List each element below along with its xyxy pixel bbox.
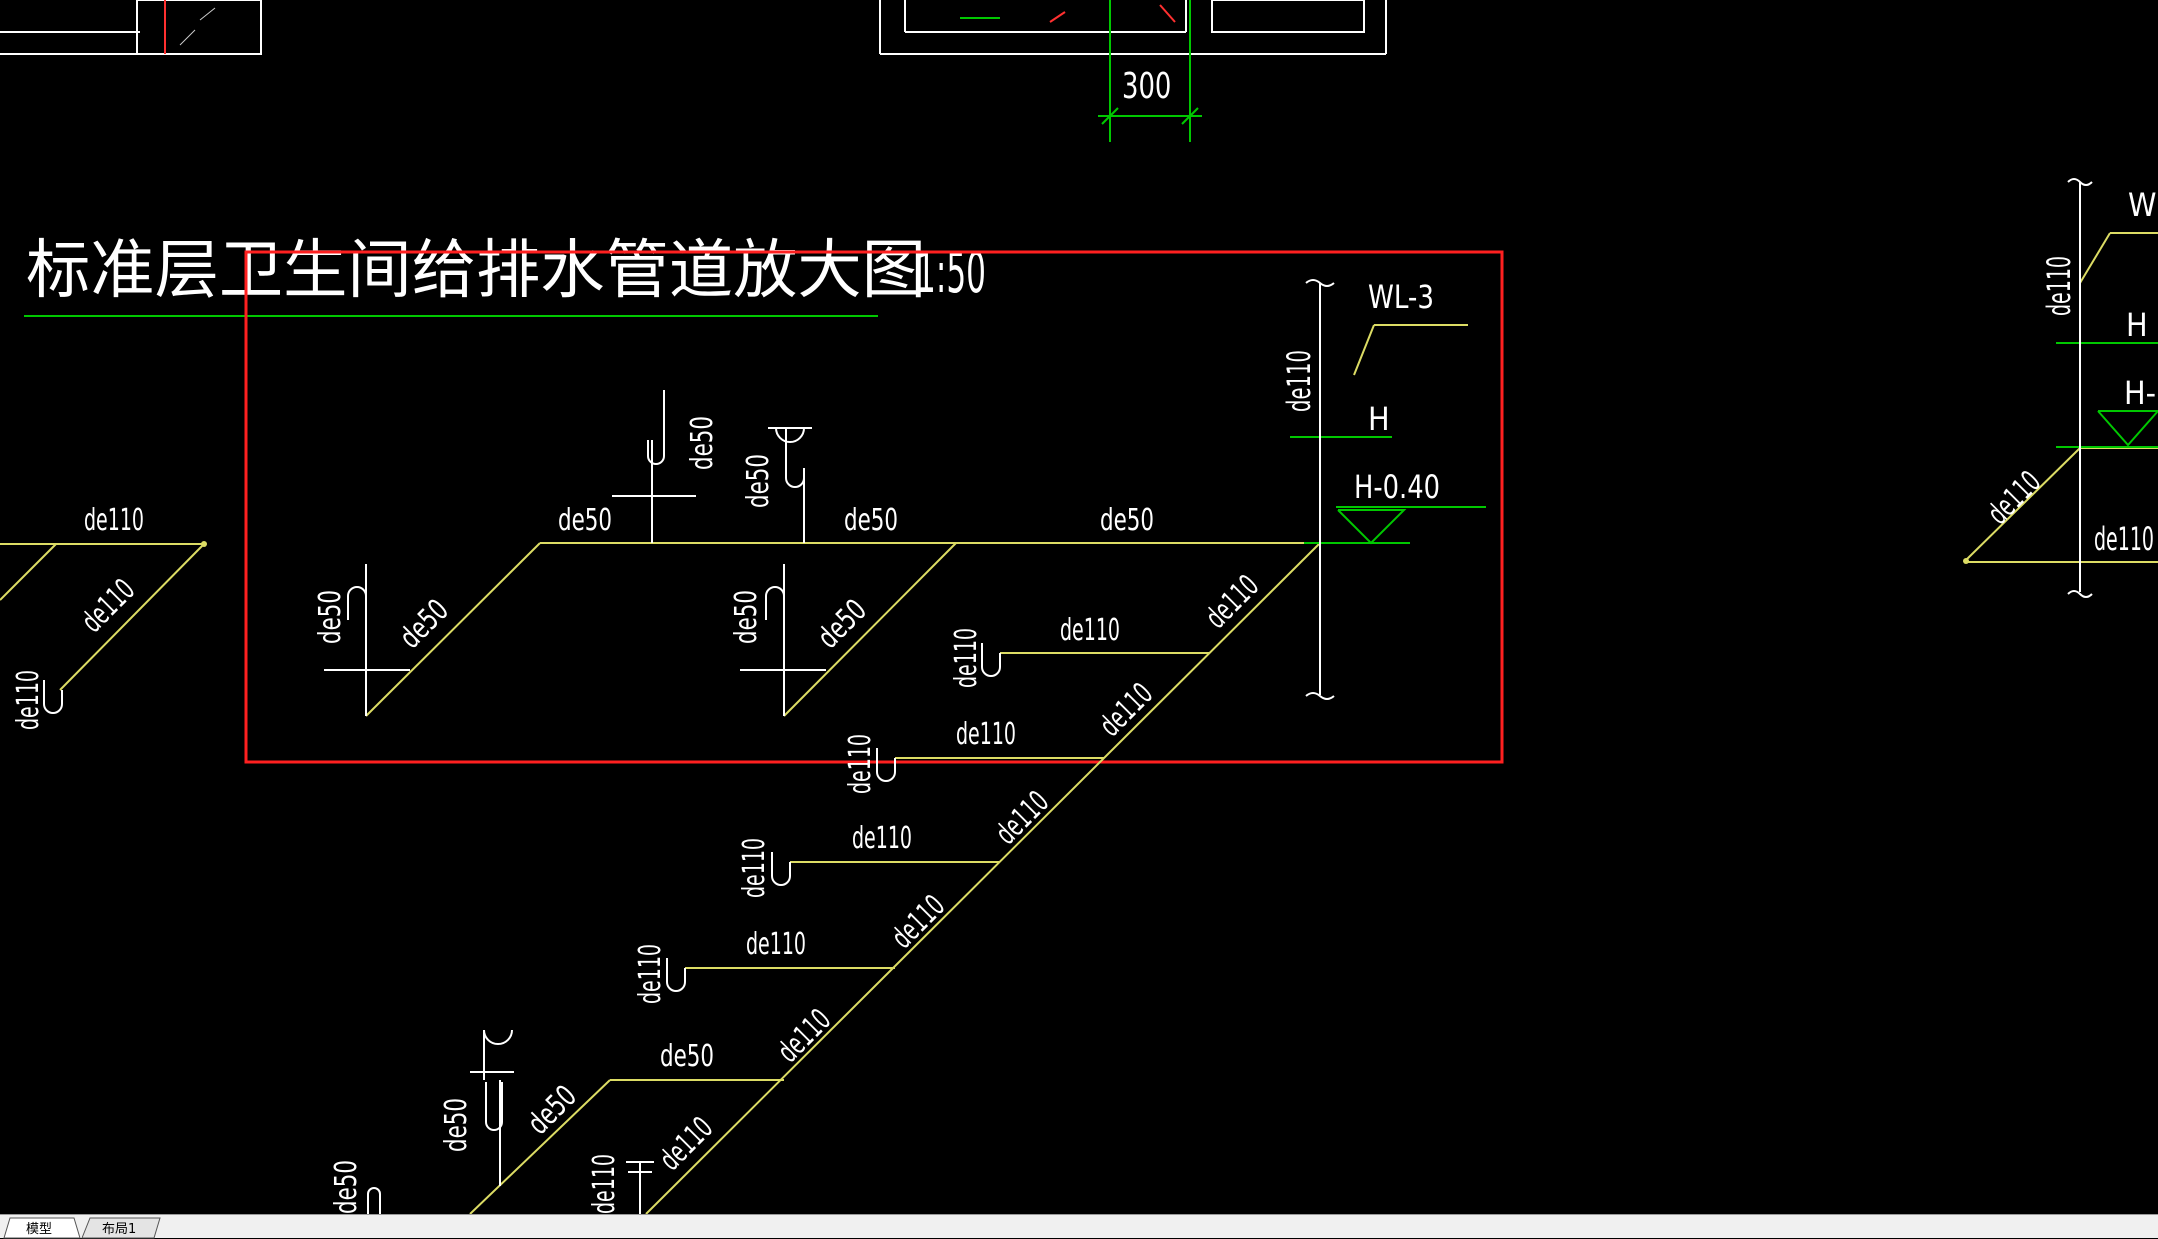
label-de110-trap-left: de110 [11, 670, 46, 730]
label-de50-b: de50 [844, 503, 898, 538]
label-de50-basin: de50 [741, 454, 776, 508]
label-de110-trap-1: de110 [949, 628, 984, 688]
right-level-h-minus: H- [2124, 374, 2156, 412]
tab-layout1-label: 布局1 [102, 1222, 136, 1237]
selection-frame [244, 250, 1504, 764]
label-de50-diag-b: de50 [811, 593, 874, 656]
label-de110-diag-6: de110 [653, 1110, 720, 1177]
dimension-300 [960, 0, 1202, 142]
tab-model-label: 模型 [26, 1222, 52, 1237]
right-stack-size: de110 [2040, 256, 2078, 316]
label-de50-drain-b: de50 [729, 590, 764, 644]
label-de50-lower-v: de50 [439, 1098, 474, 1152]
right-level-h: H [2126, 306, 2148, 344]
label-de110-diag-1: de110 [1199, 568, 1266, 635]
stack-id-label: WL-3 [1368, 278, 1434, 316]
label-de110-diag-left: de110 [75, 572, 142, 639]
label-de110-diag-right: de110 [1981, 464, 2048, 531]
label-de50-diag-a: de50 [393, 593, 456, 656]
pipe-end-dot-right [1963, 558, 1969, 564]
label-de50-a: de50 [558, 503, 612, 538]
level-h-minus-label: H-0.40 [1354, 468, 1440, 506]
tab-model[interactable]: 模型 [3, 1217, 81, 1239]
fixtures [43, 178, 2093, 1214]
level-h-label: H [1368, 400, 1390, 438]
dim-300-label: 300 [1122, 65, 1171, 107]
label-de50-vent: de50 [685, 416, 720, 470]
label-de110-trap-3: de110 [737, 838, 772, 898]
cad-model-space[interactable]: 300 标准层卫生间给排水管道放大图 1:50 [0, 0, 2158, 1214]
label-de110-diag-5: de110 [771, 1002, 838, 1069]
label-de50-lower-v2: de50 [329, 1160, 364, 1214]
label-de110-diag-4: de110 [885, 888, 952, 955]
label-de110-b4: de110 [746, 927, 806, 962]
label-de110-trap-4: de110 [633, 944, 668, 1004]
label-de50-lower: de50 [660, 1039, 714, 1074]
stack-size-label: de110 [1280, 350, 1318, 412]
drawing-title: 标准层卫生间给排水管道放大图 [26, 234, 926, 308]
hatch [164, 0, 216, 54]
pipe-end-dot [201, 541, 207, 547]
tab-layout1[interactable]: 布局1 [81, 1217, 161, 1239]
layout-tab-bar: 模型 布局1 [0, 1214, 2158, 1239]
top-partial-geometry [0, 0, 1387, 55]
label-de110-b3: de110 [852, 821, 912, 856]
label-de110-b1: de110 [1060, 613, 1120, 648]
level-lines [1290, 342, 2158, 545]
label-de110-diag-3: de110 [989, 784, 1056, 851]
label-de50-c: de50 [1100, 503, 1154, 538]
pipe-network [0, 232, 2158, 1214]
right-stack-id: WL [2128, 186, 2158, 224]
label-de110-trap-2: de110 [843, 734, 878, 794]
label-de110-diag-2: de110 [1093, 676, 1160, 743]
label-de110-lower-v: de110 [587, 1154, 622, 1214]
label-de50-drain-a: de50 [313, 590, 348, 644]
label-de50-diag-lower: de50 [521, 1079, 584, 1142]
right-size-label: de110 [2094, 520, 2154, 558]
label-de110-left: de110 [84, 503, 144, 538]
label-de110-b2: de110 [956, 717, 1016, 752]
